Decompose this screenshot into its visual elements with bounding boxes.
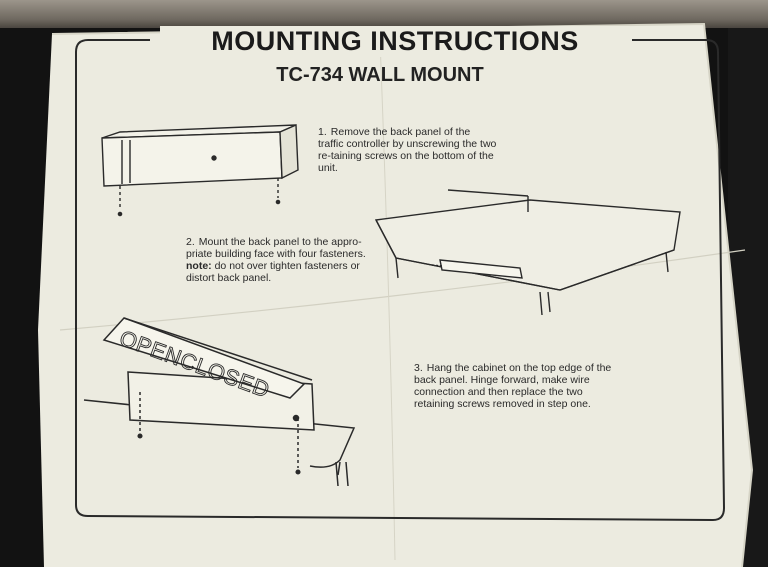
sheet-title: MOUNTING INSTRUCTIONS <box>160 26 630 57</box>
metal-shelf-edge <box>0 0 768 28</box>
step-1: 1.Remove the back panel of the traffic c… <box>318 126 498 174</box>
step-3-text: Hang the cabinet on the top edge of the … <box>414 362 612 410</box>
figure-wall-ledge <box>374 189 681 316</box>
figure-mounted-sign: OPENCLOSED <box>83 317 356 487</box>
sheet-subtitle: TC-734 WALL MOUNT <box>276 64 484 86</box>
step-3-number: 3. <box>414 362 423 374</box>
figure-controller-box <box>101 123 299 217</box>
step-2-number: 2. <box>186 236 195 248</box>
step-2-note-text: do not over tighten fasteners or distort… <box>186 260 360 284</box>
step-2: 2.Mount the back panel to the appro-pria… <box>186 236 374 284</box>
step-2-note-label: note: <box>186 260 212 272</box>
step-3: 3.Hang the cabinet on the top edge of th… <box>414 362 614 410</box>
step-2-text: Mount the back panel to the appro-priate… <box>186 236 366 260</box>
sheet-border <box>75 39 726 522</box>
step-1-number: 1. <box>318 126 327 138</box>
step-1-text: Remove the back panel of the traffic con… <box>318 126 497 174</box>
